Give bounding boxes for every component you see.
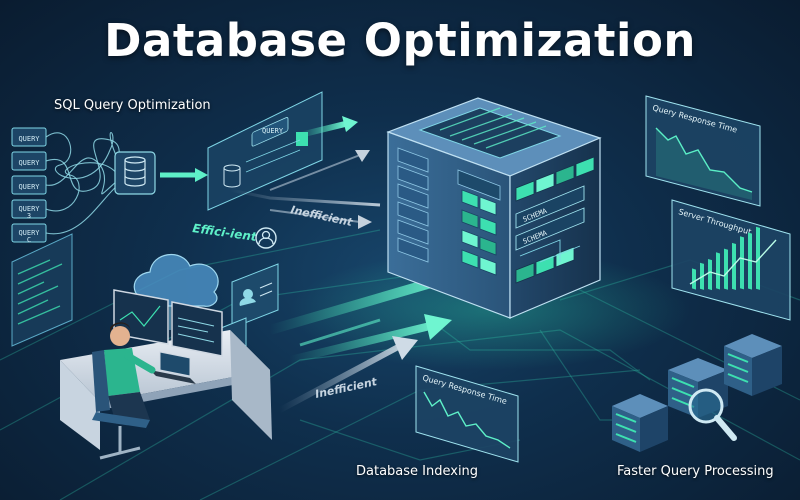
efficient-label: Effici-ient (192, 221, 259, 244)
arrow-head (358, 215, 372, 229)
chart-panel-query-response-time: Query Response Time (645, 95, 761, 207)
arrow-head (195, 168, 208, 182)
inefficient-arrow (278, 343, 402, 413)
user-icon (255, 227, 277, 249)
trend-line (689, 239, 777, 285)
query-box: QUERY (11, 175, 47, 195)
inefficient-path (269, 154, 361, 191)
server-drives-right (515, 156, 595, 284)
caption-faster-query-processing: Faster Query Processing (617, 464, 774, 479)
page-title: Database Optimization (104, 14, 696, 67)
inefficient-path (269, 209, 361, 223)
query-box-top-label: QUERY (262, 127, 284, 135)
server-drives-green (461, 189, 497, 276)
database-icon (114, 151, 156, 195)
chart-panel-server-throughput: Server Throughput (671, 199, 791, 321)
throughput-bars (692, 226, 760, 291)
caption-sql-query-optimization: SQL Query Optimization (54, 98, 211, 113)
tangled-query-lines (45, 131, 120, 235)
arrow-head (392, 336, 418, 360)
inefficient-arrow (229, 188, 381, 207)
efficient-arrow (299, 121, 346, 138)
code-panel (11, 233, 73, 347)
server-stack (612, 334, 782, 452)
query-box: QUERY (11, 127, 47, 147)
inefficient-label: Inefficient (289, 203, 354, 229)
database-icon (223, 164, 241, 188)
arrow-head (355, 150, 370, 162)
caption-database-indexing: Database Indexing (356, 464, 479, 479)
person-icon (92, 322, 156, 460)
server-drives-left (397, 147, 501, 263)
arrow-head (342, 116, 358, 132)
trend-line (655, 127, 753, 193)
chart-panel-query-response-time-bottom: Query Response Time (415, 365, 519, 463)
query-box-label: QUERY (18, 183, 40, 191)
query-box: QUERY (11, 151, 47, 171)
query-panel: QUERY (207, 91, 323, 211)
trend-line (423, 391, 511, 449)
query-box-label: QUERY (18, 135, 40, 143)
schema-links (519, 239, 581, 263)
query-box-label: QUERY (18, 159, 40, 167)
profile-card (231, 263, 279, 329)
magnifier-icon (688, 388, 737, 441)
inefficient-label: Inefficient (314, 375, 379, 401)
